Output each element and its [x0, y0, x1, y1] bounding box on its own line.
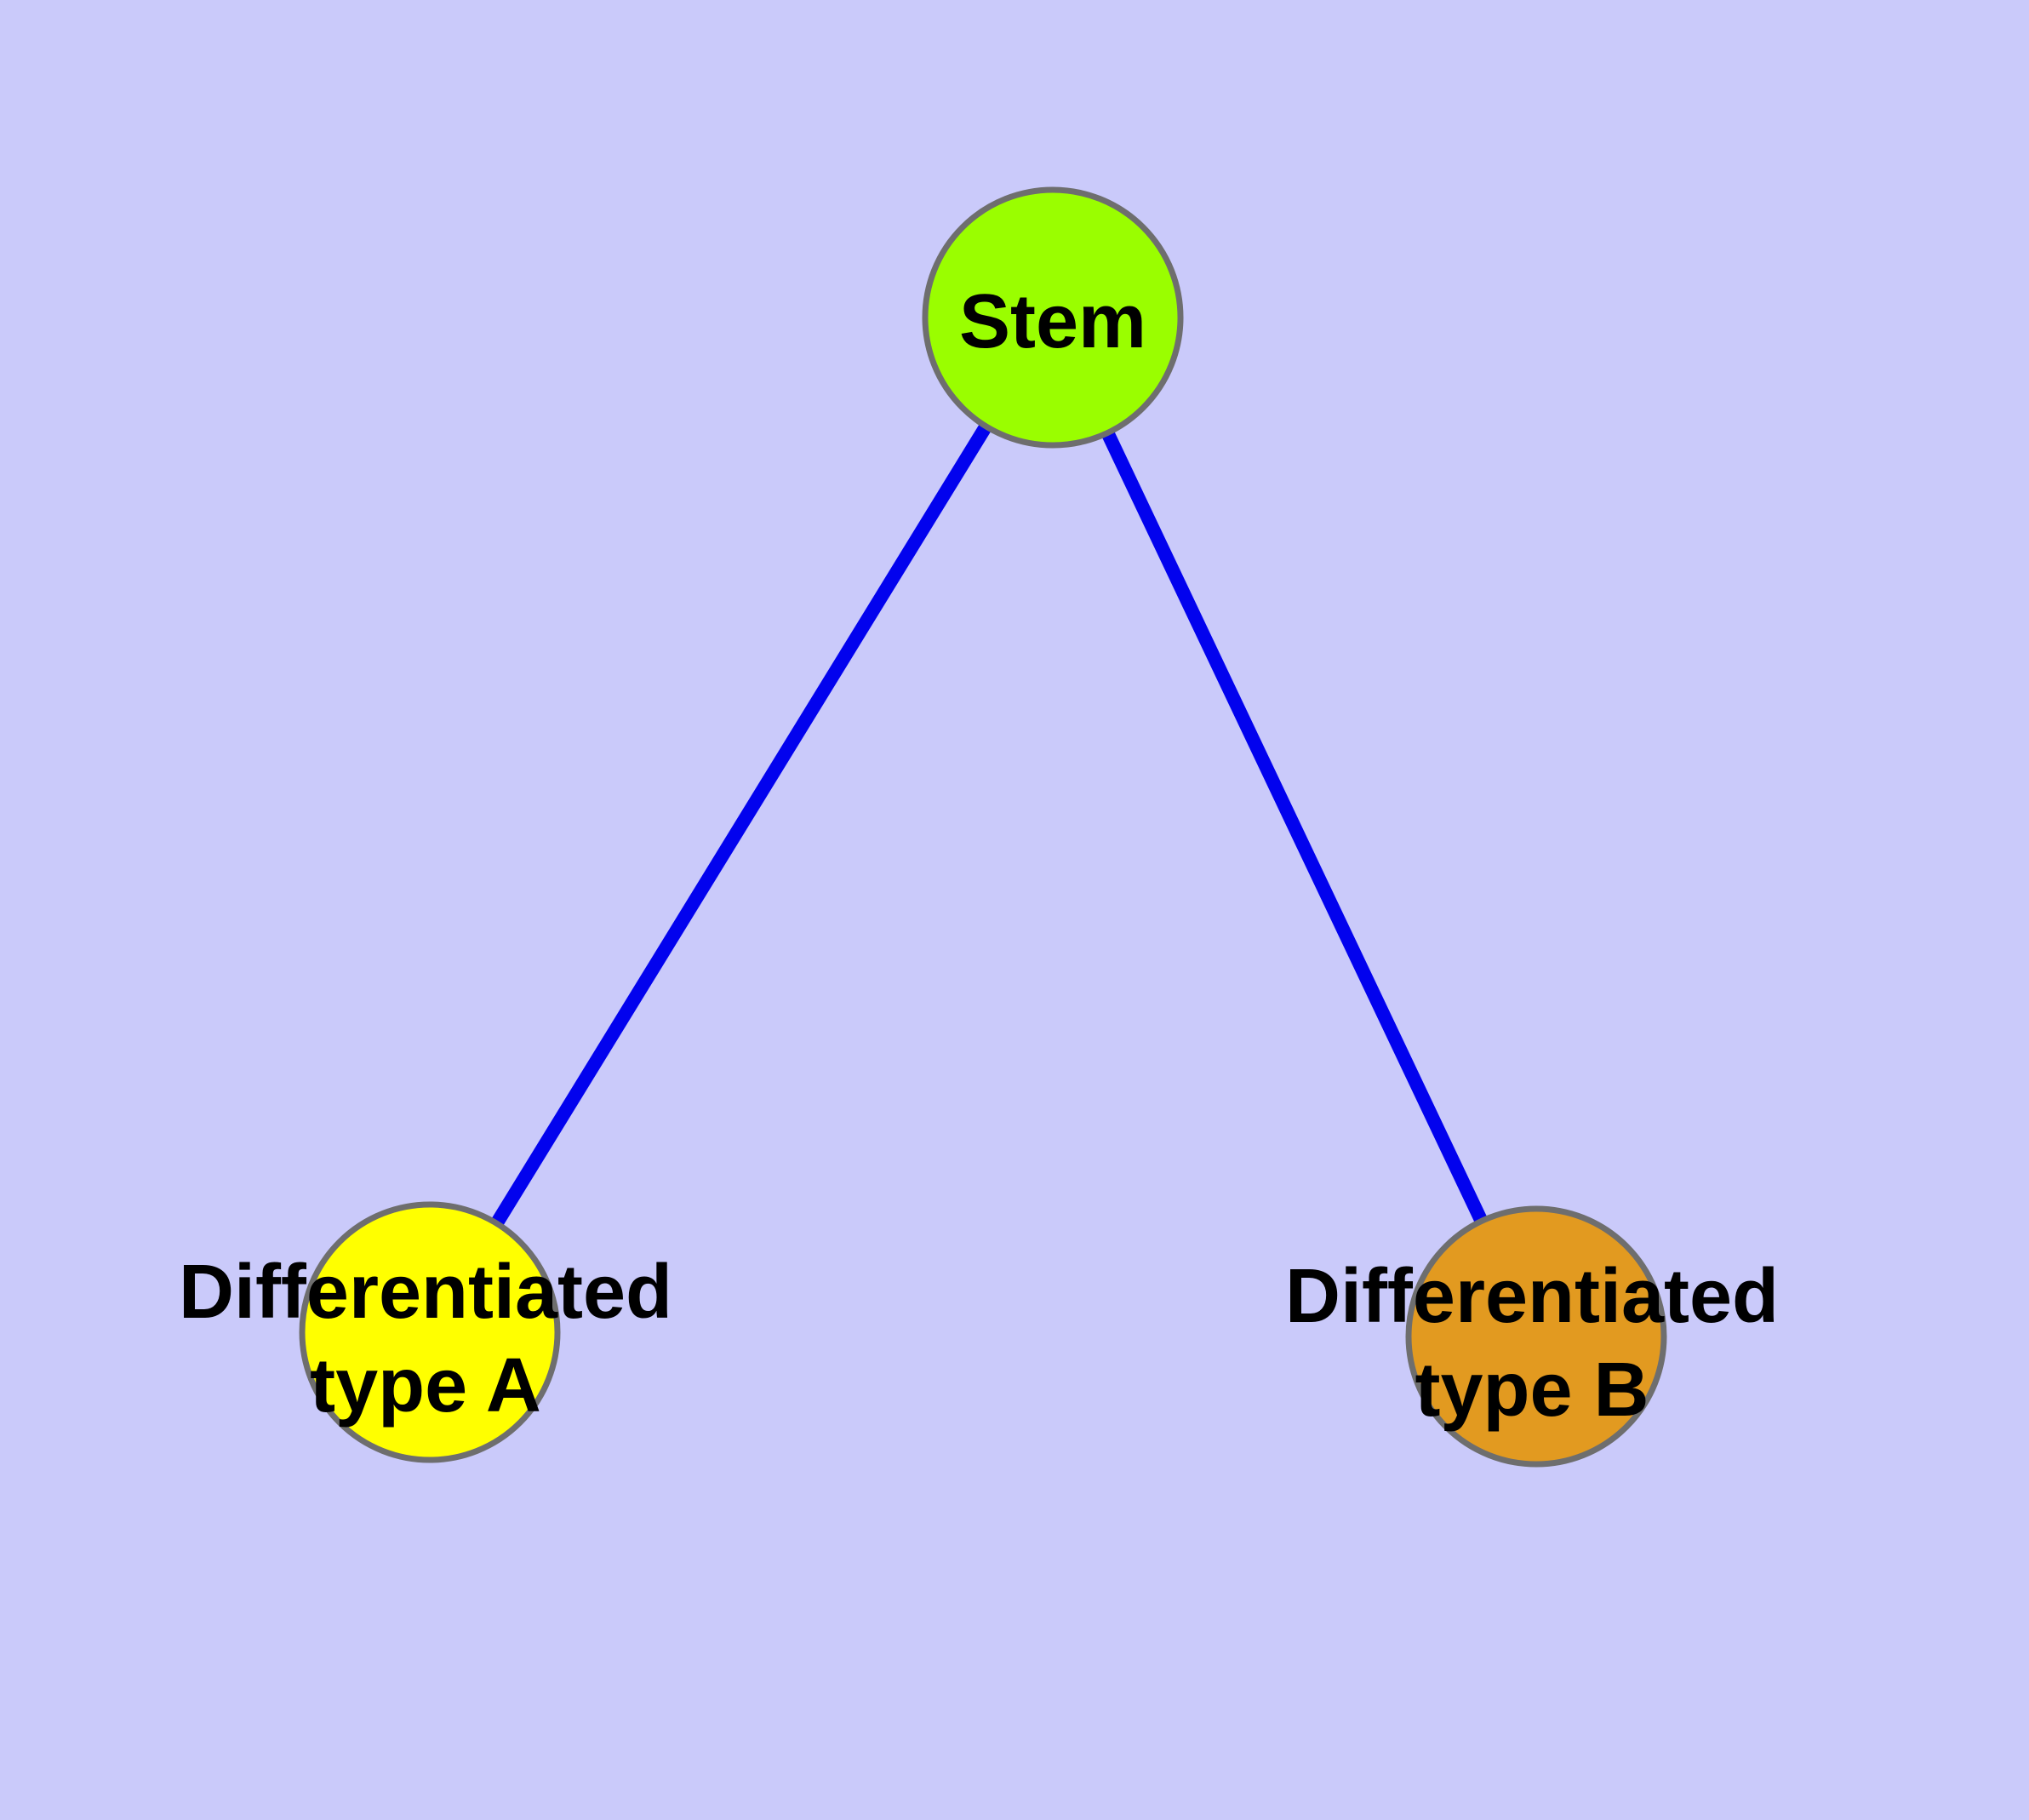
node-stem [922, 186, 1184, 449]
node-type-b-label-line1: Differentiated [1285, 1254, 1779, 1339]
node-differentiated-type-a [299, 1201, 561, 1463]
edge-stem-to-type-b [1046, 314, 1543, 1340]
node-type-a-label-line2: type A [310, 1343, 541, 1428]
node-differentiated-type-b [1405, 1205, 1667, 1468]
node-type-a-label-line1: Differentiated [179, 1250, 672, 1335]
node-type-b-label-line2: type B [1415, 1348, 1649, 1433]
edge-stem-to-type-a [424, 313, 1059, 1336]
node-stem-label: Stem [959, 279, 1146, 364]
